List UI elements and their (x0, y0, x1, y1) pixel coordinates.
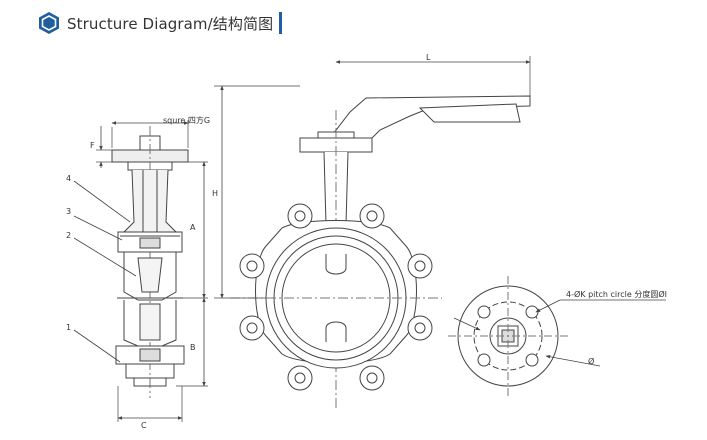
square-dim-label: squre 四方G (163, 115, 210, 125)
part-number-3: 3 (66, 207, 71, 216)
flange-view (448, 276, 666, 396)
dim-d-label: Ø (588, 356, 594, 366)
part-number-1: 1 (66, 323, 71, 332)
part-number-4: 4 (66, 174, 71, 183)
title-accent-bar (279, 12, 283, 34)
side-section-view (73, 120, 208, 422)
section-header: Structure Diagram/结构简图 (38, 10, 283, 36)
dim-f-label: F (90, 141, 95, 150)
front-view (214, 56, 531, 410)
dim-a-label: A (190, 223, 196, 232)
pitch-circle-label: 4-ØK pitch circle 分度圆ØI (566, 289, 667, 299)
part-number-2: 2 (66, 231, 71, 240)
section-title: Structure Diagram/结构简图 (67, 14, 274, 33)
dim-c-label: C (141, 421, 147, 430)
dim-l-label: L (426, 53, 431, 62)
dim-h-label: H (212, 189, 218, 198)
hexagon-icon (39, 12, 59, 34)
dim-b-label: B (190, 343, 196, 352)
